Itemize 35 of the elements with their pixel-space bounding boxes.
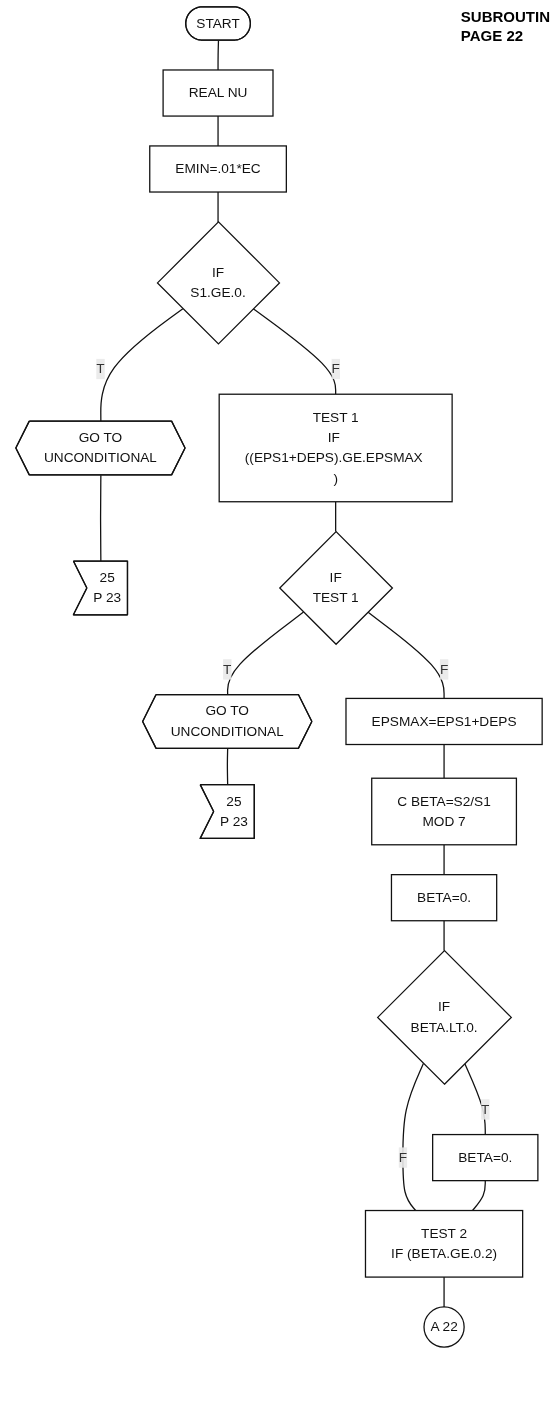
connector	[443, 844, 445, 876]
edge-label: T	[481, 1101, 490, 1117]
connector	[367, 611, 445, 700]
connector	[217, 39, 220, 71]
connector	[226, 611, 305, 696]
node-box: C BETA=S2/S1 MOD 7	[371, 777, 518, 846]
connector	[464, 1062, 486, 1136]
node-box: TEST 1 IF ((EPS1+DEPS).GE.EPSMAX )	[218, 393, 453, 503]
node-circle: A 22	[423, 1306, 465, 1348]
edge-label: T	[96, 361, 105, 376]
node-box: BETA=0.	[432, 1133, 539, 1182]
connector	[443, 743, 445, 779]
node-diamond: IF TEST 1	[278, 530, 394, 646]
connector	[217, 115, 219, 147]
connector	[443, 920, 445, 952]
edge-label: F	[331, 361, 340, 376]
node-diamond: IF S1.GE.0.	[156, 221, 281, 345]
connector	[100, 308, 184, 423]
connector	[402, 1062, 425, 1212]
node-box: EPSMAX=EPS1+DEPS	[345, 697, 543, 746]
connector	[443, 1276, 445, 1308]
connector	[335, 501, 337, 533]
node-box: EMIN=.01*EC	[149, 145, 287, 193]
connector	[252, 308, 337, 395]
edge-label: F	[439, 661, 449, 677]
node-box: BETA=0.	[390, 874, 498, 922]
edge-label: F	[398, 1149, 408, 1165]
connector	[217, 191, 219, 223]
node-box: REAL NU	[162, 69, 274, 117]
connector	[471, 1180, 486, 1212]
node-box: TEST 2 IF (BETA.GE.0.2)	[364, 1209, 524, 1278]
header-note: SUBROUTIN	[460, 8, 550, 25]
node-diamond: IF BETA.LT.0.	[376, 949, 513, 1086]
header-note: PAGE 22	[460, 27, 525, 44]
edge-label: T	[223, 661, 232, 677]
